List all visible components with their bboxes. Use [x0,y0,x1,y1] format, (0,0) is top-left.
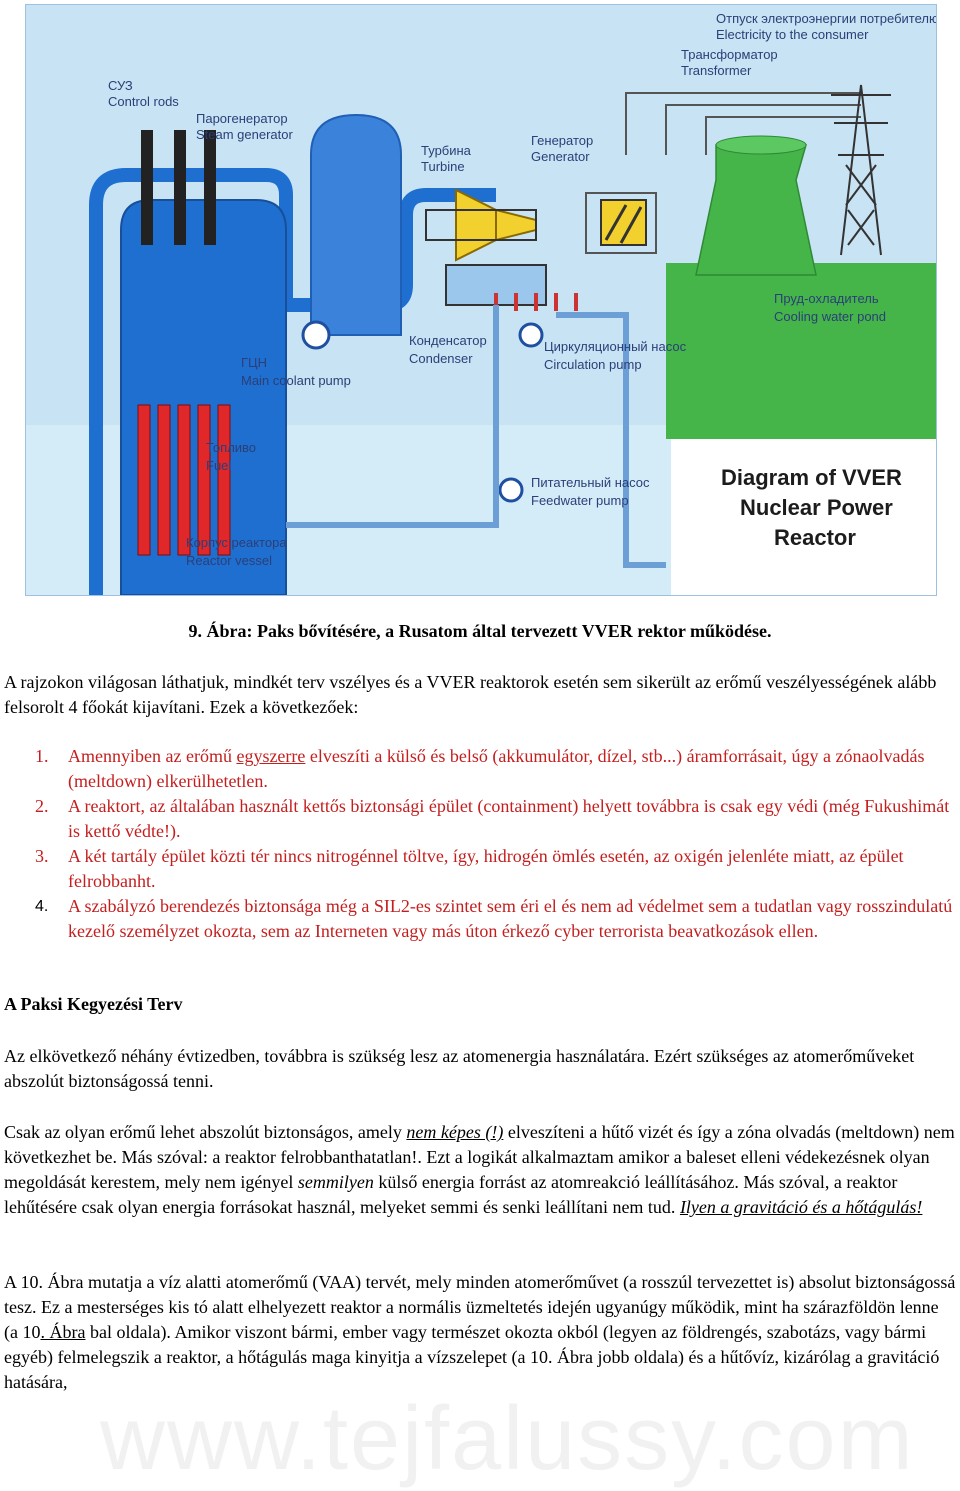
title-panel [671,433,936,595]
figure-caption: 9. Ábra: Paks bővítésére, a Rusatom álta… [188,621,772,641]
watermark: www.tejfalussy.com [100,1389,915,1489]
fuel-rods [137,404,231,556]
feedwater-line [286,305,499,528]
list-number: 2. [35,796,49,816]
list-number: 1. [35,746,49,766]
list-item: 3. A két tartály épület közti tér nincs … [35,846,904,891]
label-mcp-en: Main coolant pump [241,373,351,388]
paragraph-2: Csak az olyan erőmű lehet abszolút bizto… [4,1122,955,1217]
label-cooling-en: Cooling water pond [774,309,886,324]
control-rods [141,130,216,245]
label-transformer-en: Transformer [681,63,752,78]
label-transformer-ru: Трансформатор [681,47,778,62]
diagram-title-2: Nuclear Power [740,495,893,520]
label-turbine-en: Turbine [421,159,465,174]
vver-diagram: Отпуск электроэнергии потребителю Electr… [25,4,937,596]
label-circ-en: Circulation pump [544,357,642,372]
label-feed-ru: Питательный насос [531,475,650,490]
label-circ-ru: Циркуляционный насос [544,339,687,354]
power-lines [625,92,861,155]
diagram-title-3: Reactor [774,525,856,550]
list-number: 4. [35,898,49,915]
risk-list: 1. Amennyiben az erőmű egyszerre elveszí… [4,744,954,944]
label-condenser-ru: Конденсатор [409,333,487,348]
main-coolant-pump [301,320,331,350]
transmission-tower [831,84,891,256]
paragraph-1: Az elkövetkező néhány évtizedben, tovább… [4,1046,915,1091]
label-condenser-en: Condenser [409,351,473,366]
label-fuel-ru: Топливо [206,440,256,455]
list-number: 3. [35,846,49,866]
list-item: 1. Amennyiben az erőmű egyszerre elveszí… [35,746,925,791]
list-item: 4. A szabályzó berendezés biztonsága még… [35,896,953,941]
label-steam-ru: Парогенератор [196,111,288,126]
label-turbine-ru: Турбина [421,143,472,158]
paragraph-3: A 10. Ábra mutatja a víz alatti atomerőm… [4,1272,956,1392]
label-vessel-en: Reactor vessel [186,553,272,568]
label-mcp-ru: ГЦН [241,355,267,370]
label-control-ru: СУЗ [108,78,133,93]
label-generator-en: Generator [531,149,590,164]
label-vessel-ru: Корпус реактора [186,535,287,550]
cooling-water-pond [666,263,936,439]
circulation-pump [518,322,544,348]
label-cooling-ru: Пруд-охладитель [774,291,879,306]
label-fuel-en: Fuel [206,458,231,473]
list-item: 2. A reaktort, az általában használt ket… [35,796,950,841]
diagram-title-1: Diagram of VVER [721,465,902,490]
section-heading: A Paksi Kegyezési Terv [4,994,183,1014]
label-generator-ru: Генератор [531,133,593,148]
label-consumer-ru: Отпуск электроэнергии потребителю [716,11,936,26]
intro-paragraph: A rajzokon világosan láthatjuk, mindkét … [4,672,937,717]
feedwater-pump [498,477,524,503]
condenser [445,264,547,306]
label-consumer-en: Electricity to the consumer [716,27,869,42]
label-control-en: Control rods [108,94,179,109]
label-steam-en: Steam generator [196,127,294,142]
label-feed-en: Feedwater pump [531,493,629,508]
steam-generator [310,113,402,336]
